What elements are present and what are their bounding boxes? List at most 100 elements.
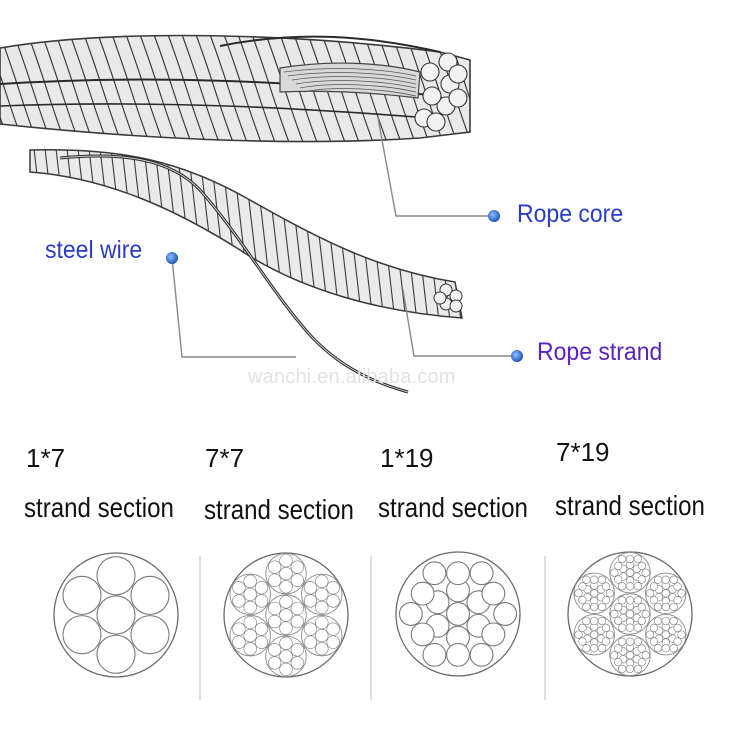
wire-circle bbox=[446, 642, 470, 667]
wire-circle bbox=[625, 582, 635, 591]
wire-circle bbox=[398, 602, 423, 626]
wire-circle bbox=[446, 602, 470, 626]
wire-circle bbox=[633, 582, 642, 591]
watermark: wanchi.en.alibaba.com bbox=[248, 366, 456, 388]
strand-outline bbox=[609, 551, 651, 594]
wire-circle bbox=[243, 629, 257, 643]
wire-circle bbox=[410, 622, 435, 647]
wire-circle bbox=[649, 582, 659, 591]
wire-circle bbox=[597, 616, 607, 626]
wire-circle bbox=[410, 581, 435, 606]
wire-circle bbox=[243, 642, 257, 656]
wire-circle bbox=[481, 622, 506, 647]
wire-circle bbox=[590, 602, 599, 612]
wire-circle bbox=[290, 614, 304, 629]
section-name-1x7: strand section bbox=[24, 492, 174, 523]
wire-circle bbox=[673, 623, 682, 632]
strand-outline bbox=[265, 552, 307, 595]
wire-circle bbox=[130, 575, 170, 615]
wire-circle bbox=[625, 554, 635, 564]
wire-circle bbox=[618, 664, 627, 674]
wire-circle bbox=[481, 581, 506, 606]
strand-outline bbox=[573, 613, 615, 656]
peeled-strand bbox=[29, 149, 463, 319]
rope-strand-label: Rope strand bbox=[537, 338, 663, 366]
wire-circle bbox=[254, 581, 269, 595]
wire-circle bbox=[469, 642, 494, 667]
section-diagram-7x7 bbox=[223, 552, 349, 678]
wire-circle bbox=[232, 594, 246, 608]
wire-circle bbox=[661, 616, 670, 626]
wire-circle bbox=[290, 656, 304, 670]
wire-circle bbox=[641, 568, 650, 577]
main-rope bbox=[0, 34, 471, 143]
wire-circle bbox=[326, 581, 340, 595]
wire-circle bbox=[62, 575, 102, 615]
strand-outline bbox=[265, 635, 307, 678]
wire-circle bbox=[290, 560, 304, 574]
steel-wire-leader bbox=[171, 257, 296, 358]
wire-circle bbox=[279, 636, 293, 650]
wire-circle bbox=[279, 649, 293, 663]
wire-circle bbox=[669, 616, 678, 626]
wire-circle bbox=[578, 637, 587, 646]
wire-circle bbox=[469, 561, 494, 586]
wire-circle bbox=[290, 573, 304, 587]
wire-circle bbox=[633, 554, 642, 564]
strand-end-face bbox=[433, 283, 463, 313]
wire-rope-illustration bbox=[0, 34, 471, 394]
wire-circle bbox=[625, 609, 635, 619]
section-code-1x19: 1*19 bbox=[380, 443, 434, 473]
wire-circle bbox=[661, 575, 670, 584]
wire-circle bbox=[232, 581, 246, 595]
wire-circle bbox=[232, 635, 246, 649]
wire-circle bbox=[614, 603, 623, 612]
wire-circle bbox=[96, 556, 136, 596]
wire-circle bbox=[315, 574, 329, 588]
wire-circle bbox=[625, 651, 635, 660]
wire-circle bbox=[610, 651, 619, 660]
wire-circle bbox=[637, 644, 646, 653]
wire-circle bbox=[279, 567, 293, 581]
wire-circle bbox=[597, 575, 607, 584]
wire-circle bbox=[618, 582, 627, 591]
strand-outline bbox=[645, 572, 687, 615]
wire-circle bbox=[326, 635, 340, 649]
wire-circle bbox=[669, 602, 678, 612]
wire-circle bbox=[582, 575, 591, 584]
wire-circle bbox=[303, 594, 318, 608]
section-diagram-1x7 bbox=[53, 552, 179, 678]
wire-circle bbox=[601, 623, 611, 632]
wire-circle bbox=[62, 615, 102, 655]
wire-circle bbox=[618, 623, 627, 632]
wire-circle bbox=[493, 602, 518, 626]
wire-circle bbox=[279, 621, 293, 635]
wire-circle bbox=[669, 575, 678, 584]
strand-outline bbox=[609, 634, 651, 677]
wire-circle bbox=[597, 644, 607, 653]
wire-circle bbox=[446, 561, 470, 586]
wire-circle bbox=[601, 582, 611, 591]
wire-circle bbox=[601, 637, 611, 646]
wire-circle bbox=[590, 644, 599, 653]
wire-circle bbox=[653, 602, 663, 612]
wire-circle bbox=[243, 587, 257, 601]
rope-end-face bbox=[414, 52, 468, 132]
wire-circle bbox=[677, 589, 686, 598]
wire-circle bbox=[653, 575, 663, 584]
wire-circle bbox=[279, 595, 293, 609]
wire-circle bbox=[649, 623, 659, 632]
wire-circle bbox=[590, 589, 599, 598]
callout-leaders bbox=[171, 117, 514, 358]
wire-circle bbox=[303, 635, 318, 649]
wire-circle bbox=[641, 609, 650, 619]
wire-circle bbox=[303, 581, 318, 595]
section-name-1x19: strand section bbox=[378, 492, 528, 523]
wire-circle bbox=[645, 589, 655, 598]
wire-circle bbox=[677, 630, 686, 639]
wire-circle bbox=[641, 651, 650, 660]
strand-outline bbox=[301, 614, 343, 657]
strand-outline bbox=[609, 593, 651, 635]
wire-circle bbox=[578, 623, 587, 632]
strand-outline bbox=[229, 573, 271, 616]
